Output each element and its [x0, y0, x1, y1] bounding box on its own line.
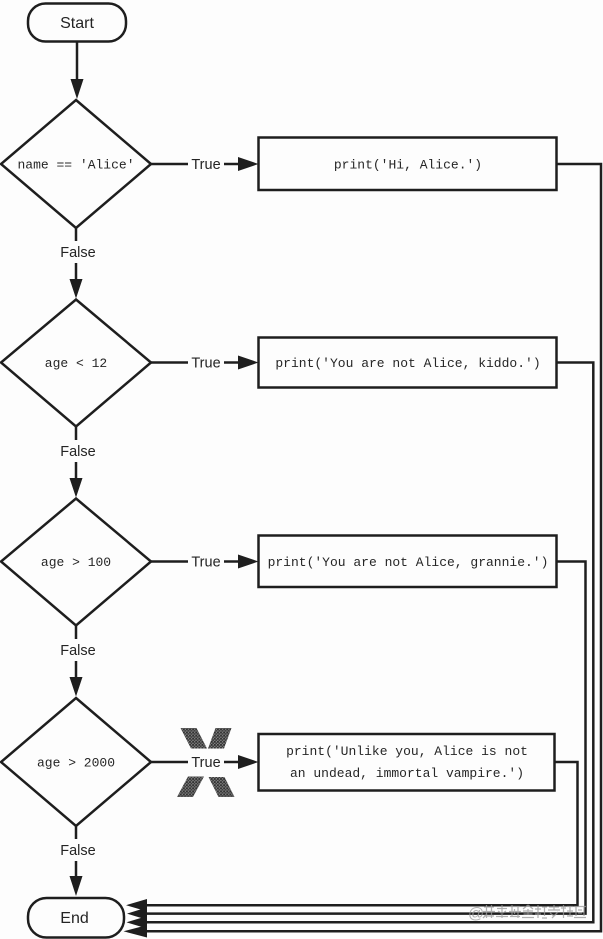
svg-text:age < 12: age < 12 — [45, 356, 107, 371]
svg-text:False: False — [60, 245, 95, 261]
svg-text:True: True — [191, 755, 220, 771]
svg-text:print('Unlike you, Alice is no: print('Unlike you, Alice is not — [286, 744, 528, 759]
svg-text:print('Hi, Alice.'): print('Hi, Alice.') — [334, 158, 482, 173]
svg-text:False: False — [60, 843, 95, 859]
svg-text:print('You are not Alice, gran: print('You are not Alice, grannie.') — [268, 555, 549, 570]
svg-text:an undead, immortal vampire.'): an undead, immortal vampire.') — [290, 766, 524, 781]
svg-text:True: True — [191, 356, 220, 372]
svg-text:@: @ — [468, 906, 484, 923]
svg-text:True: True — [191, 555, 220, 571]
svg-text:True: True — [191, 157, 220, 173]
svg-text:name == 'Alice': name == 'Alice' — [17, 158, 134, 173]
svg-text:age > 2000: age > 2000 — [37, 756, 115, 771]
svg-text:age > 100: age > 100 — [41, 555, 111, 570]
svg-text:Start: Start — [60, 15, 94, 32]
svg-text:False: False — [60, 643, 95, 659]
svg-text:print('You are not Alice, kidd: print('You are not Alice, kiddo.') — [275, 356, 540, 371]
svg-text:False: False — [60, 444, 95, 460]
svg-text:End: End — [60, 910, 88, 927]
